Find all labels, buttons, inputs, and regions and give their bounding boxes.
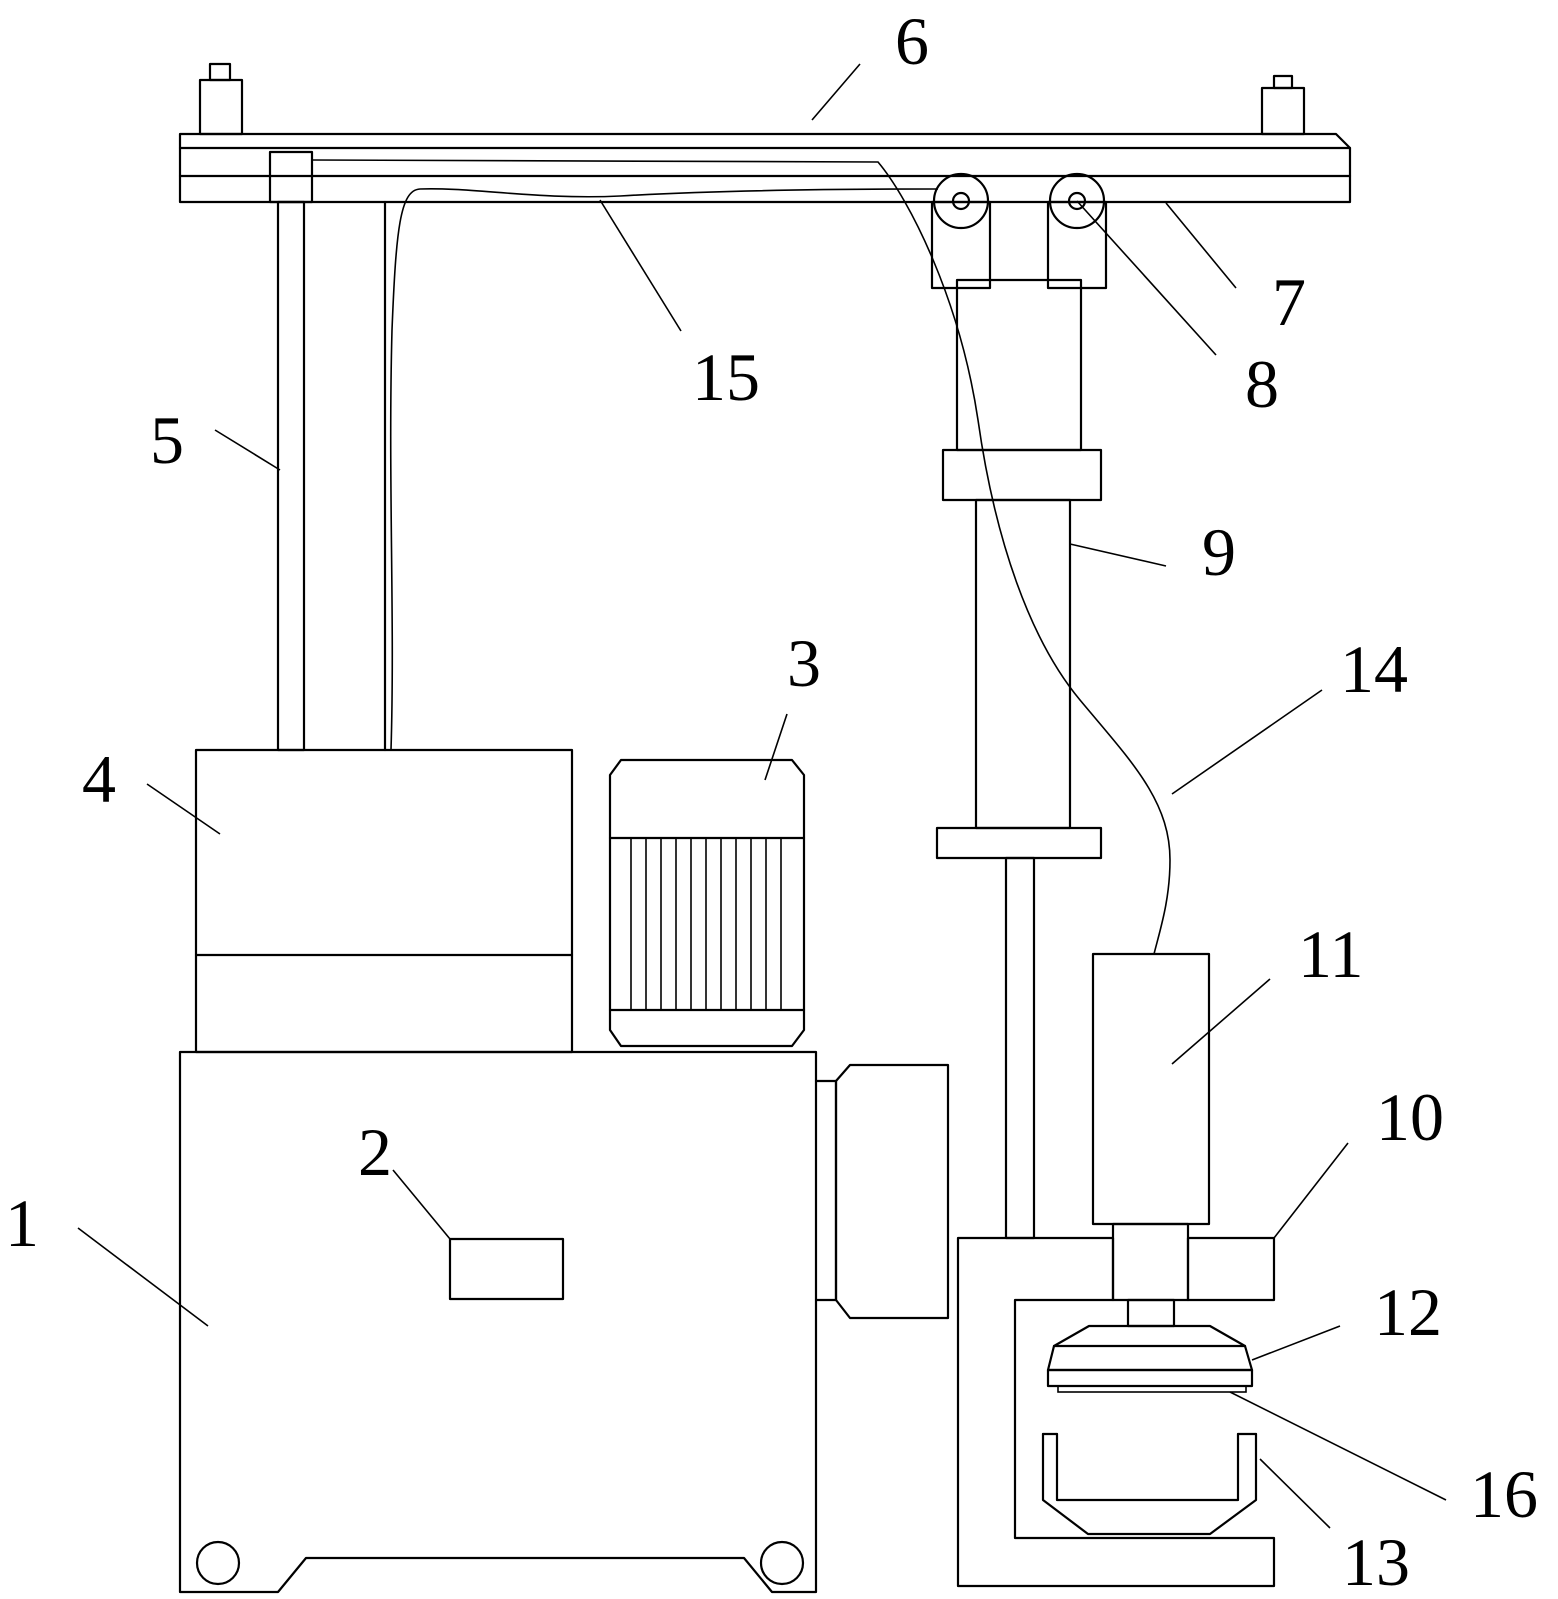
leader-lines — [78, 64, 1446, 1528]
label-10: 10 — [1376, 1079, 1444, 1155]
label-16: 16 — [1470, 1456, 1538, 1532]
label-12: 12 — [1374, 1274, 1442, 1350]
lower-tray — [1043, 1434, 1256, 1534]
motor — [610, 760, 804, 1046]
label-7: 7 — [1272, 264, 1306, 340]
label-1: 1 — [5, 1185, 39, 1261]
label-3: 3 — [787, 625, 821, 701]
label-9: 9 — [1202, 514, 1236, 590]
labels: 1 2 3 4 5 6 7 8 9 10 11 12 13 14 15 16 — [5, 3, 1538, 1599]
side-flange — [816, 1065, 948, 1318]
label-8: 8 — [1245, 346, 1279, 422]
column — [278, 202, 385, 750]
label-5: 5 — [150, 402, 184, 478]
top-beam — [180, 134, 1350, 202]
trolley — [932, 174, 1106, 288]
press-head — [1048, 1326, 1252, 1392]
label-15: 15 — [692, 339, 760, 415]
top-knob-left — [200, 64, 242, 134]
label-13: 13 — [1342, 1524, 1410, 1599]
label-4: 4 — [82, 741, 116, 817]
press-motor — [1093, 954, 1209, 1326]
lifting-cylinder — [937, 280, 1101, 1238]
label-14: 14 — [1340, 631, 1408, 707]
label-6: 6 — [895, 3, 929, 79]
upper-block — [196, 750, 572, 1052]
base-cabinet — [180, 1052, 816, 1592]
control-panel — [450, 1239, 563, 1299]
top-knob-right — [1262, 76, 1304, 134]
label-11: 11 — [1298, 916, 1363, 992]
label-2: 2 — [358, 1114, 392, 1190]
cable-15 — [391, 189, 938, 750]
